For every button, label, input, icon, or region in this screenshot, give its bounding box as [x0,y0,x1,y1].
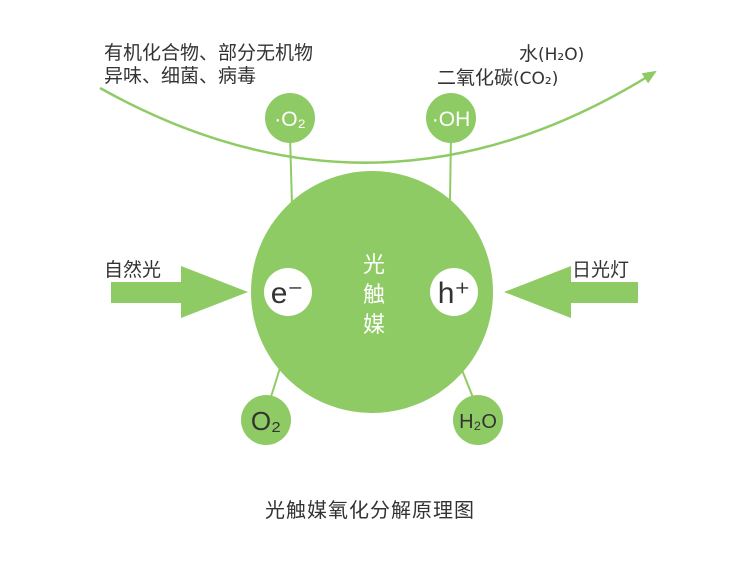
hole-circle [430,268,478,316]
electron-label: e⁻ [271,277,304,310]
hydroxyl-radical-circle [426,93,476,143]
superoxide-radical-label: ·O₂ [274,108,305,131]
output-water-name: 水 [519,43,539,65]
output-water: 水(H₂O) [519,43,584,66]
hydroxyl-radical-label: ·OH [432,108,471,131]
water-circle [453,395,503,445]
natural-light-label: 自然光 [104,259,162,281]
catalyst-char-1: 光 [362,253,385,278]
oxygen-label: O₂ [251,406,281,436]
connector-oxygen [269,367,281,401]
electron-circle [264,268,312,316]
catalyst-char-2: 触 [362,283,385,308]
output-co2: 二氧化碳(CO₂) [437,67,558,90]
output-co2-formula: (CO₂) [513,69,559,89]
catalyst-char-3: 媒 [362,313,385,338]
output-water-formula: (H₂O) [538,45,585,65]
water-label: H₂O [459,411,497,433]
connector-oh-radical [449,134,452,201]
oxygen-circle [241,395,291,445]
connector-o2-radical [289,134,293,206]
photocatalyst-circle [251,171,493,413]
reaction-flow-arrow [99,70,657,164]
natural-light-arrow [111,266,248,318]
diagram-caption: 光触媒氧化分解原理图 [265,498,475,522]
fluorescent-light-label: 日光灯 [572,259,630,281]
connector-water [461,369,475,401]
hole-label: h⁺ [438,277,471,310]
fluorescent-light-arrow [504,266,638,318]
superoxide-radical-circle [265,93,315,143]
output-co2-name: 二氧化碳 [437,67,514,89]
input-pollutants-line1: 有机化合物、部分无机物 [104,42,314,64]
input-pollutants-line2: 异味、细菌、病毒 [104,65,257,87]
